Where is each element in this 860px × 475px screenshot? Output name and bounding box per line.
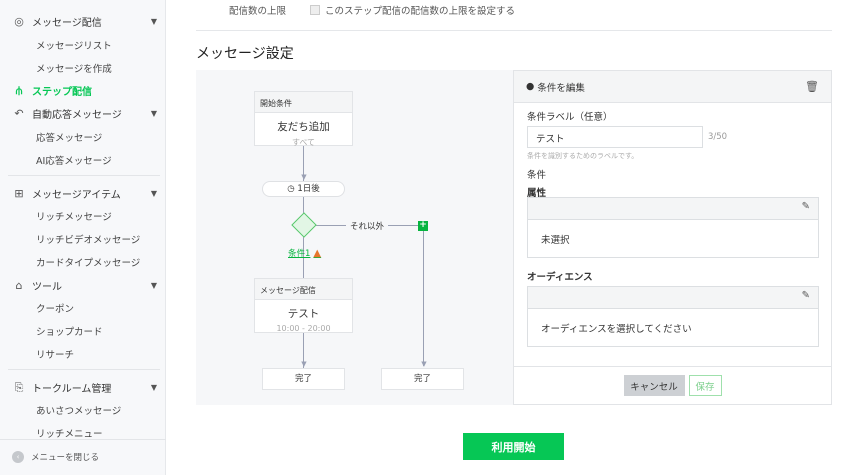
trash-icon[interactable]: 🗑 (805, 80, 819, 93)
arrow-down-icon: ▼ (301, 360, 307, 368)
flow-canvas: 開始条件 友だち追加 すべて ▼ ◷ 1日後 それ以外 + 条件1▲ メッセージ… (196, 70, 513, 405)
sidebar-item-rich-message[interactable]: リッチメッセージ (36, 212, 112, 223)
step-flow-icon: ⫛ (15, 83, 23, 97)
sidebar-section-auto-reply[interactable]: ↶自動応答メッセージ▼ (12, 106, 157, 121)
sidebar-item-research[interactable]: リサーチ (36, 350, 75, 361)
connector (303, 146, 304, 181)
pencil-icon[interactable]: ✎ (801, 201, 810, 212)
add-branch-button[interactable]: + (418, 220, 428, 231)
branch-diamond[interactable] (291, 212, 317, 238)
sidebar-item-shop-card[interactable]: ショップカード (36, 327, 103, 338)
sidebar: ◎メッセージ配信▼ メッセージリスト メッセージを作成 ⫛ステップ配信 ↶自動応… (0, 0, 166, 475)
chat-room-icon: ⎘ (14, 380, 24, 394)
condition-edit-panel: ● 条件を編集🗑 条件ラベル（任意） テスト 3/50 条件を識別するためのラベ… (513, 70, 832, 405)
attribute-box: ✎ 未選択 (527, 197, 819, 258)
sidebar-item-rich-video[interactable]: リッチビデオメッセージ (36, 235, 141, 246)
connector (423, 226, 424, 366)
else-label: それ以外 (346, 220, 389, 232)
broadcast-icon: ◎ (14, 15, 24, 28)
sidebar-section-tools[interactable]: ⌂ツール▼ (12, 278, 158, 293)
divider (8, 369, 160, 370)
limit-row: 配信数の上限このステップ配信の配信数の上限を設定する (229, 5, 516, 17)
reply-icon: ↶ (14, 107, 24, 120)
sidebar-item-greeting[interactable]: あいさつメッセージ (36, 406, 122, 417)
chevron-down-icon: ▼ (150, 189, 157, 198)
close-menu-button[interactable]: ‹メニューを閉じる (12, 451, 99, 463)
shop-icon: ⌂ (15, 279, 23, 292)
start-using-button[interactable]: 利用開始 (463, 433, 564, 460)
warning-icon: ▲ (313, 247, 322, 259)
arrow-down-icon: ▼ (301, 173, 307, 181)
sidebar-item-card-message[interactable]: カードタイプメッセージ (36, 258, 141, 269)
divider (0, 439, 166, 440)
sidebar-item-reply-message[interactable]: 応答メッセージ (36, 133, 103, 144)
connector (303, 333, 304, 368)
end-node[interactable]: 完了 (381, 368, 464, 390)
sidebar-item-message-list[interactable]: メッセージリスト (36, 41, 112, 52)
condition-icon: ● (526, 81, 538, 92)
pencil-icon[interactable]: ✎ (801, 290, 810, 301)
chevron-down-icon: ▼ (150, 383, 157, 392)
chevron-down-icon: ▼ (150, 281, 157, 290)
start-condition-node[interactable]: 開始条件 友だち追加 すべて (254, 91, 353, 147)
condition-label-input[interactable]: テスト (527, 126, 703, 148)
delay-node[interactable]: ◷ 1日後 (262, 181, 345, 197)
chevron-down-icon: ▼ (150, 17, 157, 26)
sidebar-section-message-items[interactable]: ⊞メッセージアイテム▼ (12, 186, 157, 201)
sidebar-item-step-broadcast[interactable]: ⫛ステップ配信 (12, 83, 157, 99)
sidebar-item-ai-reply[interactable]: AI応答メッセージ (36, 156, 112, 167)
message-node[interactable]: メッセージ配信 テスト 10:00 - 20:00 (254, 278, 353, 333)
end-node[interactable]: 完了 (262, 368, 345, 390)
arrow-down-icon: ▼ (421, 360, 427, 368)
divider (196, 30, 832, 31)
sidebar-item-coupon[interactable]: クーポン (36, 304, 75, 315)
audience-box: ✎ オーディエンスを選択してください (527, 286, 819, 347)
sidebar-section-message-broadcast[interactable]: ◎メッセージ配信▼ (12, 14, 157, 29)
add-item-icon: ⊞ (14, 187, 24, 200)
divider (8, 175, 160, 176)
cancel-button[interactable]: キャンセル (623, 375, 685, 396)
clock-icon: ◷ (287, 184, 298, 194)
section-heading: メッセージ設定 (196, 46, 294, 62)
condition-link[interactable]: 条件1▲ (288, 247, 322, 260)
chevron-down-icon: ▼ (150, 109, 157, 118)
sidebar-item-rich-menu[interactable]: リッチメニュー (36, 429, 103, 440)
limit-checkbox[interactable] (310, 5, 321, 15)
save-button[interactable]: 保存 (688, 375, 722, 396)
chevron-left-icon: ‹ (12, 451, 24, 463)
sidebar-section-chat-room[interactable]: ⎘トークルーム管理▼ (12, 380, 157, 396)
sidebar-item-create-message[interactable]: メッセージを作成 (36, 64, 112, 75)
